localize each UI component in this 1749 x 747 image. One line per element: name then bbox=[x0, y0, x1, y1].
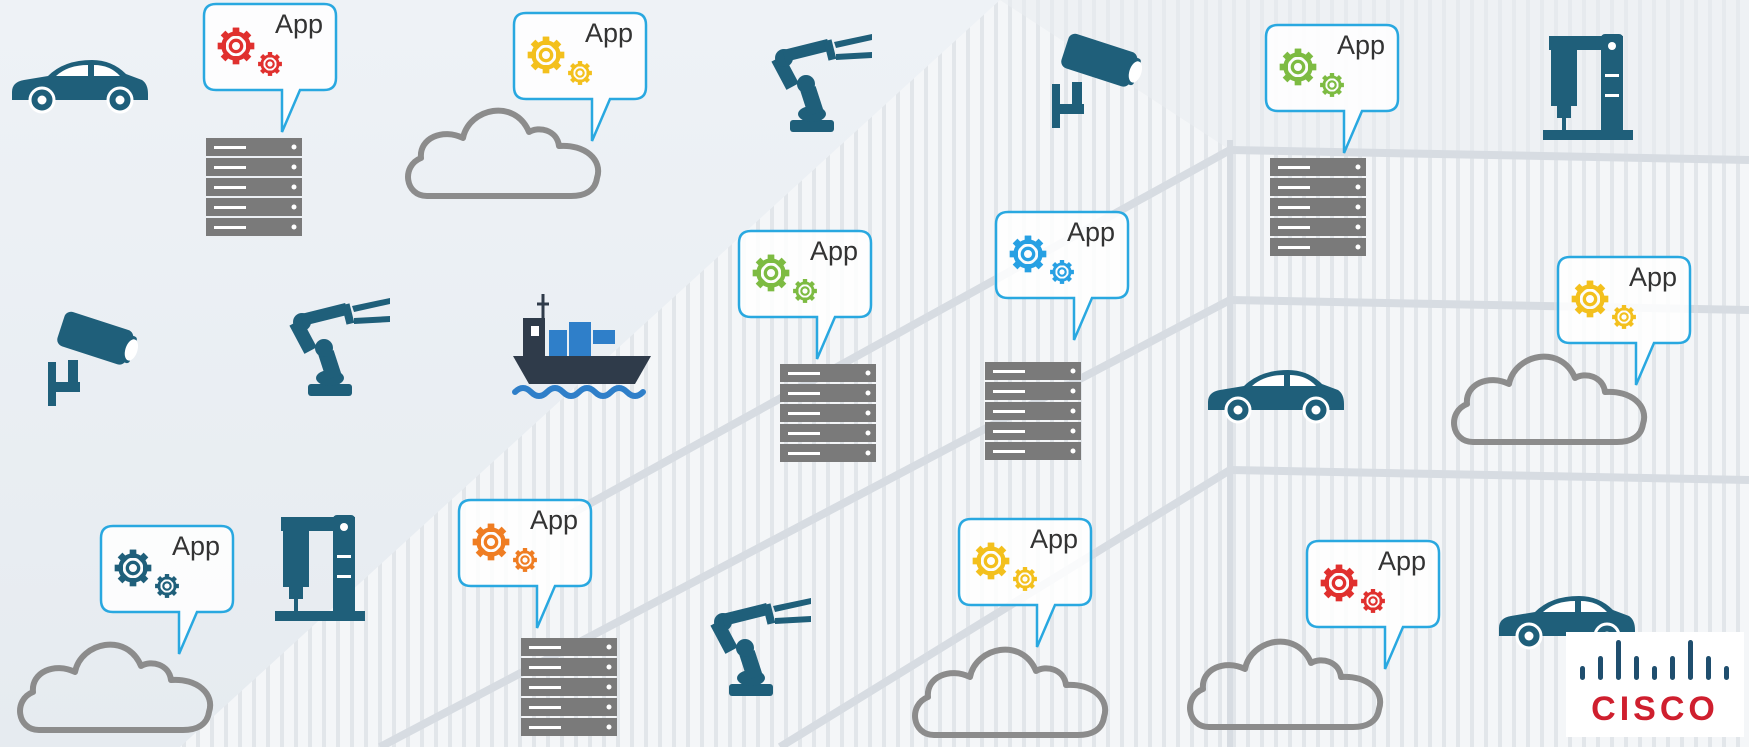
app-bubble: App bbox=[457, 498, 593, 629]
server-icon bbox=[1270, 158, 1366, 256]
server-icon bbox=[985, 362, 1081, 460]
app-label: App bbox=[275, 9, 323, 39]
cloud-icon bbox=[408, 111, 598, 196]
logo-bar bbox=[1616, 640, 1621, 680]
logo-bar bbox=[1634, 656, 1639, 680]
cisco-wordmark: CISCO bbox=[1591, 690, 1719, 728]
logo-bar bbox=[1580, 666, 1585, 680]
app-bubble: App bbox=[512, 11, 648, 142]
app-label: App bbox=[172, 531, 220, 561]
logo-bar bbox=[1706, 656, 1711, 680]
app-bubble: App bbox=[737, 229, 873, 360]
app-label: App bbox=[1030, 524, 1078, 554]
app-bubble: App bbox=[1264, 23, 1400, 154]
app-bubble: App bbox=[202, 2, 338, 133]
server-icon bbox=[521, 638, 617, 736]
logo-bar bbox=[1724, 666, 1729, 680]
app-bubble: App bbox=[957, 517, 1093, 648]
cloud-icon bbox=[20, 645, 210, 730]
cisco-logo: CISCO bbox=[1566, 632, 1744, 737]
security-camera-icon bbox=[48, 309, 143, 406]
server-icon bbox=[206, 138, 302, 236]
app-bubble: App bbox=[1305, 539, 1441, 670]
app-label: App bbox=[1629, 262, 1677, 292]
app-bubble: App bbox=[994, 210, 1130, 341]
logo-bar bbox=[1652, 666, 1657, 680]
app-bubble: App bbox=[1556, 255, 1692, 386]
logo-bar bbox=[1688, 640, 1693, 680]
app-label: App bbox=[1378, 546, 1426, 576]
car-icon bbox=[10, 58, 150, 114]
app-label: App bbox=[530, 505, 578, 535]
robot-arm-icon bbox=[289, 298, 390, 396]
logo-bar bbox=[1598, 656, 1603, 680]
cisco-bridge-mark bbox=[1580, 640, 1729, 680]
app-label: App bbox=[585, 18, 633, 48]
app-bubble: App bbox=[99, 524, 235, 655]
robot-arm-icon bbox=[771, 34, 872, 132]
drill-press-icon bbox=[275, 515, 365, 621]
app-label: App bbox=[1067, 217, 1115, 247]
server-icon bbox=[780, 364, 876, 462]
logo-bar bbox=[1670, 656, 1675, 680]
app-label: App bbox=[1337, 30, 1385, 60]
app-label: App bbox=[810, 236, 858, 266]
